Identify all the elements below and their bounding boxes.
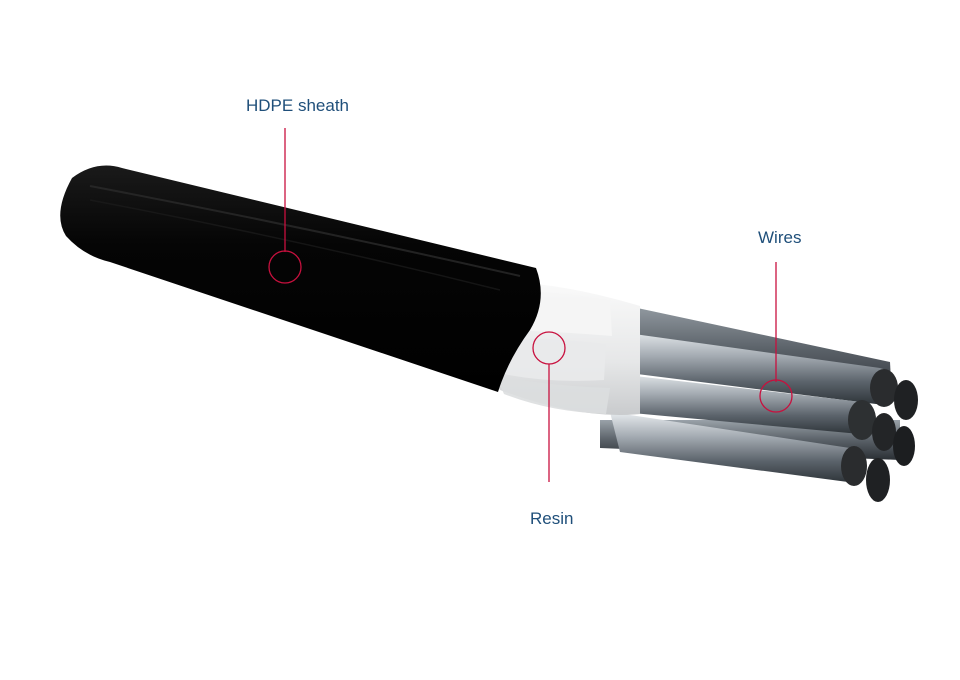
- callout-label-wires: Wires: [758, 228, 802, 247]
- sheath-highlight: [89, 199, 501, 291]
- wire-strand: [600, 372, 876, 435]
- wire-end: [866, 458, 890, 502]
- hdpe-sheath: [60, 165, 541, 392]
- sheath-highlight: [89, 185, 521, 277]
- callout-marker-circle: [268, 250, 302, 284]
- wire-end: [872, 413, 896, 451]
- wire-end: [848, 400, 876, 440]
- callout-label-hdpe-sheath: HDPE sheath: [246, 96, 349, 115]
- wire-end: [893, 426, 915, 466]
- callout-resin: [532, 331, 566, 482]
- callout-marker-circle: [759, 379, 793, 413]
- callout-wires: [759, 262, 793, 413]
- wire-strand: [610, 412, 866, 483]
- callout-hdpe-sheath: [268, 128, 302, 284]
- wire-end: [841, 446, 867, 486]
- wire-end: [870, 369, 898, 407]
- wire-strand: [605, 330, 896, 405]
- callout-label-resin: Resin: [530, 509, 574, 528]
- wire-end: [894, 380, 918, 420]
- wire-bundle: [600, 300, 918, 502]
